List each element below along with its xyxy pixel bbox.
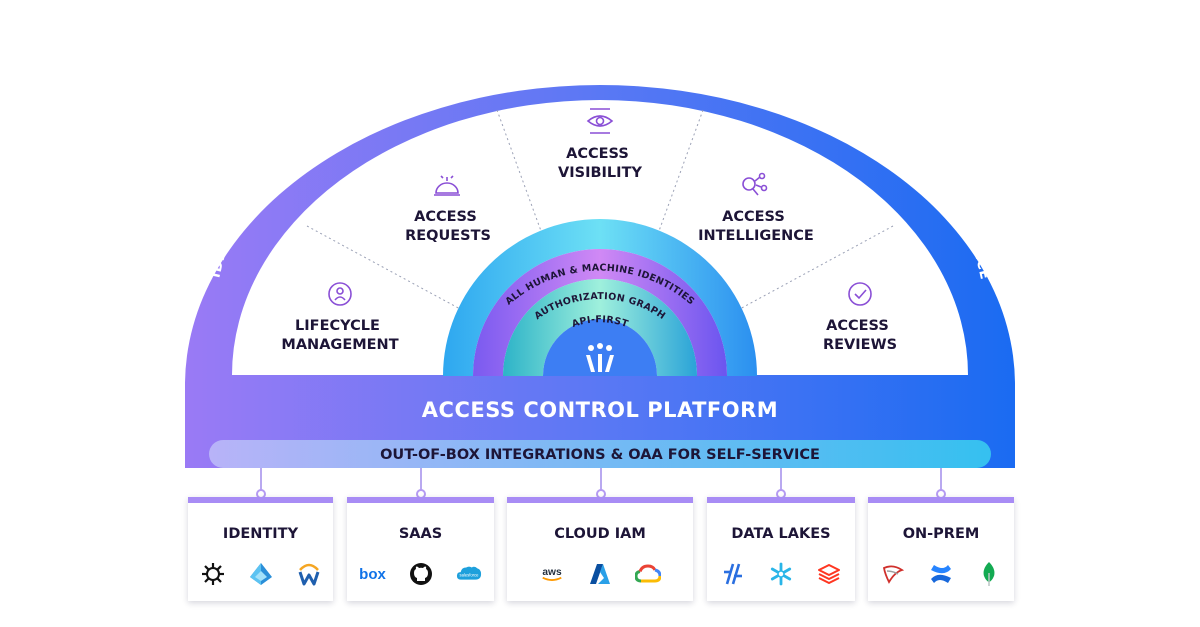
databricks-icon	[816, 561, 842, 587]
arc-label-infosec: INFOSEC	[726, 0, 797, 26]
segment-lifecycle-line1: LIFECYCLE	[295, 318, 380, 334]
ring-api-first	[503, 279, 697, 376]
eye-icon	[586, 108, 614, 134]
card-data-lakes: DATA LAKES	[707, 497, 855, 601]
arc-separator: •	[806, 22, 822, 40]
ring-authorization-graph	[473, 249, 727, 376]
svg-text:LIFECYCLE MANAGEMENT: LIFECYCLE MANAGEMENT	[281, 318, 398, 353]
card-saas: SAAS box salesforce	[347, 497, 494, 601]
segment-visibility-line2: VISIBILITY	[558, 165, 642, 181]
segment-requests-line1: ACCESS	[414, 209, 477, 225]
arc-label-secops: SECOPS & SECURITY ENGINEERING	[403, 0, 684, 26]
check-cycle-icon	[848, 282, 872, 306]
box-icon: box	[359, 565, 386, 583]
card-title: DATA LAKES	[731, 526, 831, 542]
salesforce-icon: salesforce	[456, 561, 482, 587]
integrations-strip	[209, 440, 991, 468]
integrations-label: OUT-OF-BOX INTEGRATIONS & OAA FOR SELF-S…	[380, 447, 820, 463]
card-title: SAAS	[398, 526, 443, 542]
card-identity: IDENTITY	[188, 497, 333, 601]
connector-line	[940, 468, 942, 492]
databricks-stripes-icon	[720, 561, 746, 587]
service-bell-icon	[434, 175, 460, 196]
google-cloud-icon	[635, 561, 661, 587]
aws-icon: aws	[539, 561, 565, 587]
confluence-icon	[928, 561, 954, 587]
azure-icon	[587, 561, 613, 587]
svg-text:ACCESS VISIBILITY: ACCESS VISIBILITY	[558, 146, 642, 181]
card-title: ON-PREM	[902, 526, 980, 542]
ring-identities	[443, 219, 757, 376]
segment-reviews-line2: REVIEWS	[823, 337, 897, 353]
svg-text:salesforce: salesforce	[459, 572, 479, 577]
sql-server-icon	[880, 561, 906, 587]
card-cloud-iam: CLOUD IAM aws	[507, 497, 693, 601]
card-on-prem: ON-PREM	[868, 497, 1014, 601]
card-title: IDENTITY	[222, 526, 299, 542]
veza-logo-icon	[586, 343, 614, 372]
svg-text:aws: aws	[542, 567, 562, 578]
card-title: CLOUD IAM	[554, 526, 646, 542]
connector-line	[780, 468, 782, 492]
segment-intelligence-line1: ACCESS	[722, 209, 785, 225]
azure-ad-icon	[248, 561, 274, 587]
segment-dividers	[306, 109, 894, 311]
svg-text:ACCESS INTELLIGENCE: ACCESS INTELLIGENCE	[698, 209, 814, 244]
magnifier-nodes-icon	[742, 172, 768, 196]
snowflake-icon	[768, 561, 794, 587]
arc-separator: •	[378, 22, 394, 40]
workday-icon	[296, 561, 322, 587]
segment-lifecycle-line2: MANAGEMENT	[281, 337, 398, 353]
connector-line	[260, 468, 262, 492]
connector-line	[600, 468, 602, 492]
segment-reviews-line1: ACCESS	[826, 318, 889, 334]
user-cycle-icon	[328, 282, 352, 306]
mongodb-icon	[976, 561, 1002, 587]
platform-title: ACCESS CONTROL PLATFORM	[422, 398, 778, 422]
github-icon	[408, 561, 434, 587]
okta-icon	[200, 561, 226, 587]
segment-intelligence-line2: INTELLIGENCE	[698, 228, 814, 244]
connector-line	[420, 468, 422, 492]
segment-requests-line2: REQUESTS	[405, 228, 491, 244]
svg-text:ACCESS REVIEWS: ACCESS REVIEWS	[823, 318, 897, 353]
svg-text:ACCESS REQUESTS: ACCESS REQUESTS	[405, 209, 491, 244]
segment-visibility-line1: ACCESS	[566, 146, 629, 162]
